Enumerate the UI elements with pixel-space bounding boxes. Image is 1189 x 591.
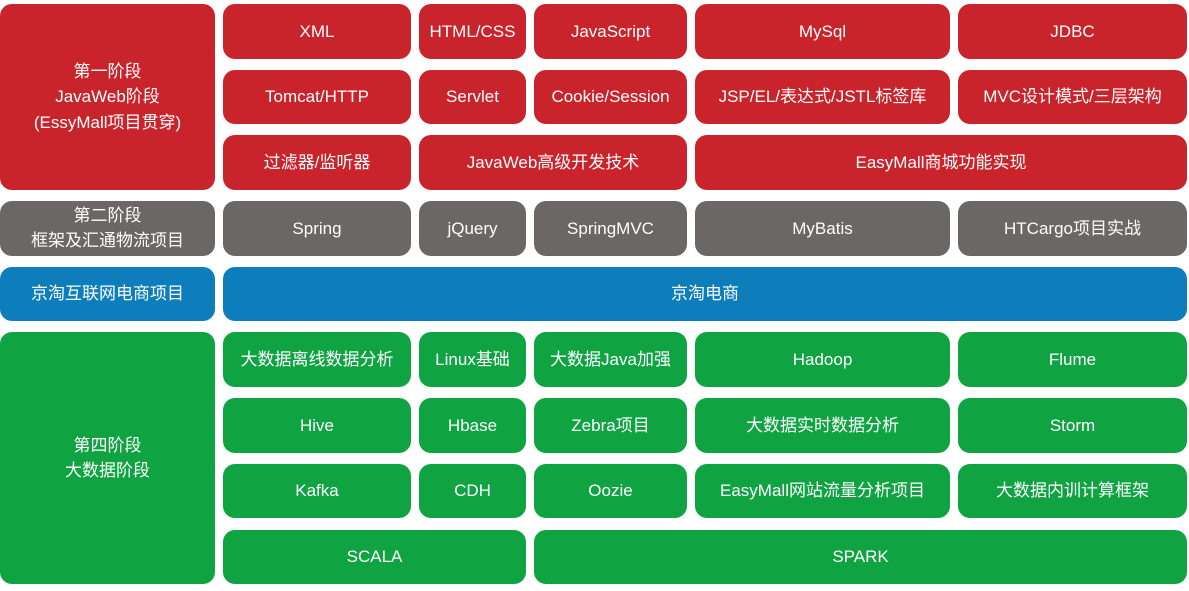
- block-kafka: Kafka: [223, 463, 411, 519]
- block-filter-listener: 过滤器/监听器: [223, 135, 411, 190]
- block-hive: Hive: [223, 398, 411, 453]
- block-javascript: JavaScript: [534, 4, 687, 59]
- block-html-css: HTML/CSS: [419, 4, 526, 59]
- block-cdh: CDH: [419, 463, 526, 519]
- block-scala: SCALA: [223, 529, 526, 584]
- block-hbase: Hbase: [419, 398, 526, 453]
- block-mybatis: MyBatis: [695, 201, 950, 256]
- block-hadoop: Hadoop: [695, 332, 950, 387]
- block-spring: Spring: [223, 201, 411, 256]
- block-storm: Storm: [958, 398, 1187, 453]
- block-jdbc: JDBC: [958, 4, 1187, 59]
- block-bigdata-java: 大数据Java加强: [534, 332, 687, 387]
- block-linux-basics: Linux基础: [419, 332, 526, 387]
- block-mysql: MySql: [695, 4, 950, 59]
- block-htcargo: HTCargo项目实战: [958, 201, 1187, 256]
- block-spark: SPARK: [534, 529, 1187, 584]
- block-cookie-session: Cookie/Session: [534, 69, 687, 125]
- block-mvc-pattern: MVC设计模式/三层架构: [958, 69, 1187, 125]
- block-oozie: Oozie: [534, 463, 687, 519]
- block-xml: XML: [223, 4, 411, 59]
- block-flume: Flume: [958, 332, 1187, 387]
- block-easymall-traffic: EasyMall网站流量分析项目: [695, 463, 950, 519]
- block-servlet: Servlet: [419, 69, 526, 125]
- stage3-label: 京淘互联网电商项目: [0, 266, 215, 322]
- block-tomcat-http: Tomcat/HTTP: [223, 69, 411, 125]
- block-internal-framework: 大数据内训计算框架: [958, 463, 1187, 519]
- block-offline-analysis: 大数据离线数据分析: [223, 332, 411, 387]
- stage4-label: 第四阶段 大数据阶段: [0, 332, 215, 584]
- block-jquery: jQuery: [419, 201, 526, 256]
- block-realtime-analysis: 大数据实时数据分析: [695, 398, 950, 453]
- block-javaweb-advanced: JavaWeb高级开发技术: [419, 135, 687, 190]
- block-jsp-el-jstl: JSP/EL/表达式/JSTL标签库: [695, 69, 950, 125]
- stage2-label: 第二阶段 框架及汇通物流项目: [0, 201, 215, 256]
- block-jingtao-ecommerce: 京淘电商: [223, 266, 1187, 322]
- block-zebra-project: Zebra项目: [534, 398, 687, 453]
- block-springmvc: SpringMVC: [534, 201, 687, 256]
- stage1-label: 第一阶段 JavaWeb阶段 (EssyMall项目贯穿): [0, 4, 215, 190]
- block-easymall-shop: EasyMall商城功能实现: [695, 135, 1187, 190]
